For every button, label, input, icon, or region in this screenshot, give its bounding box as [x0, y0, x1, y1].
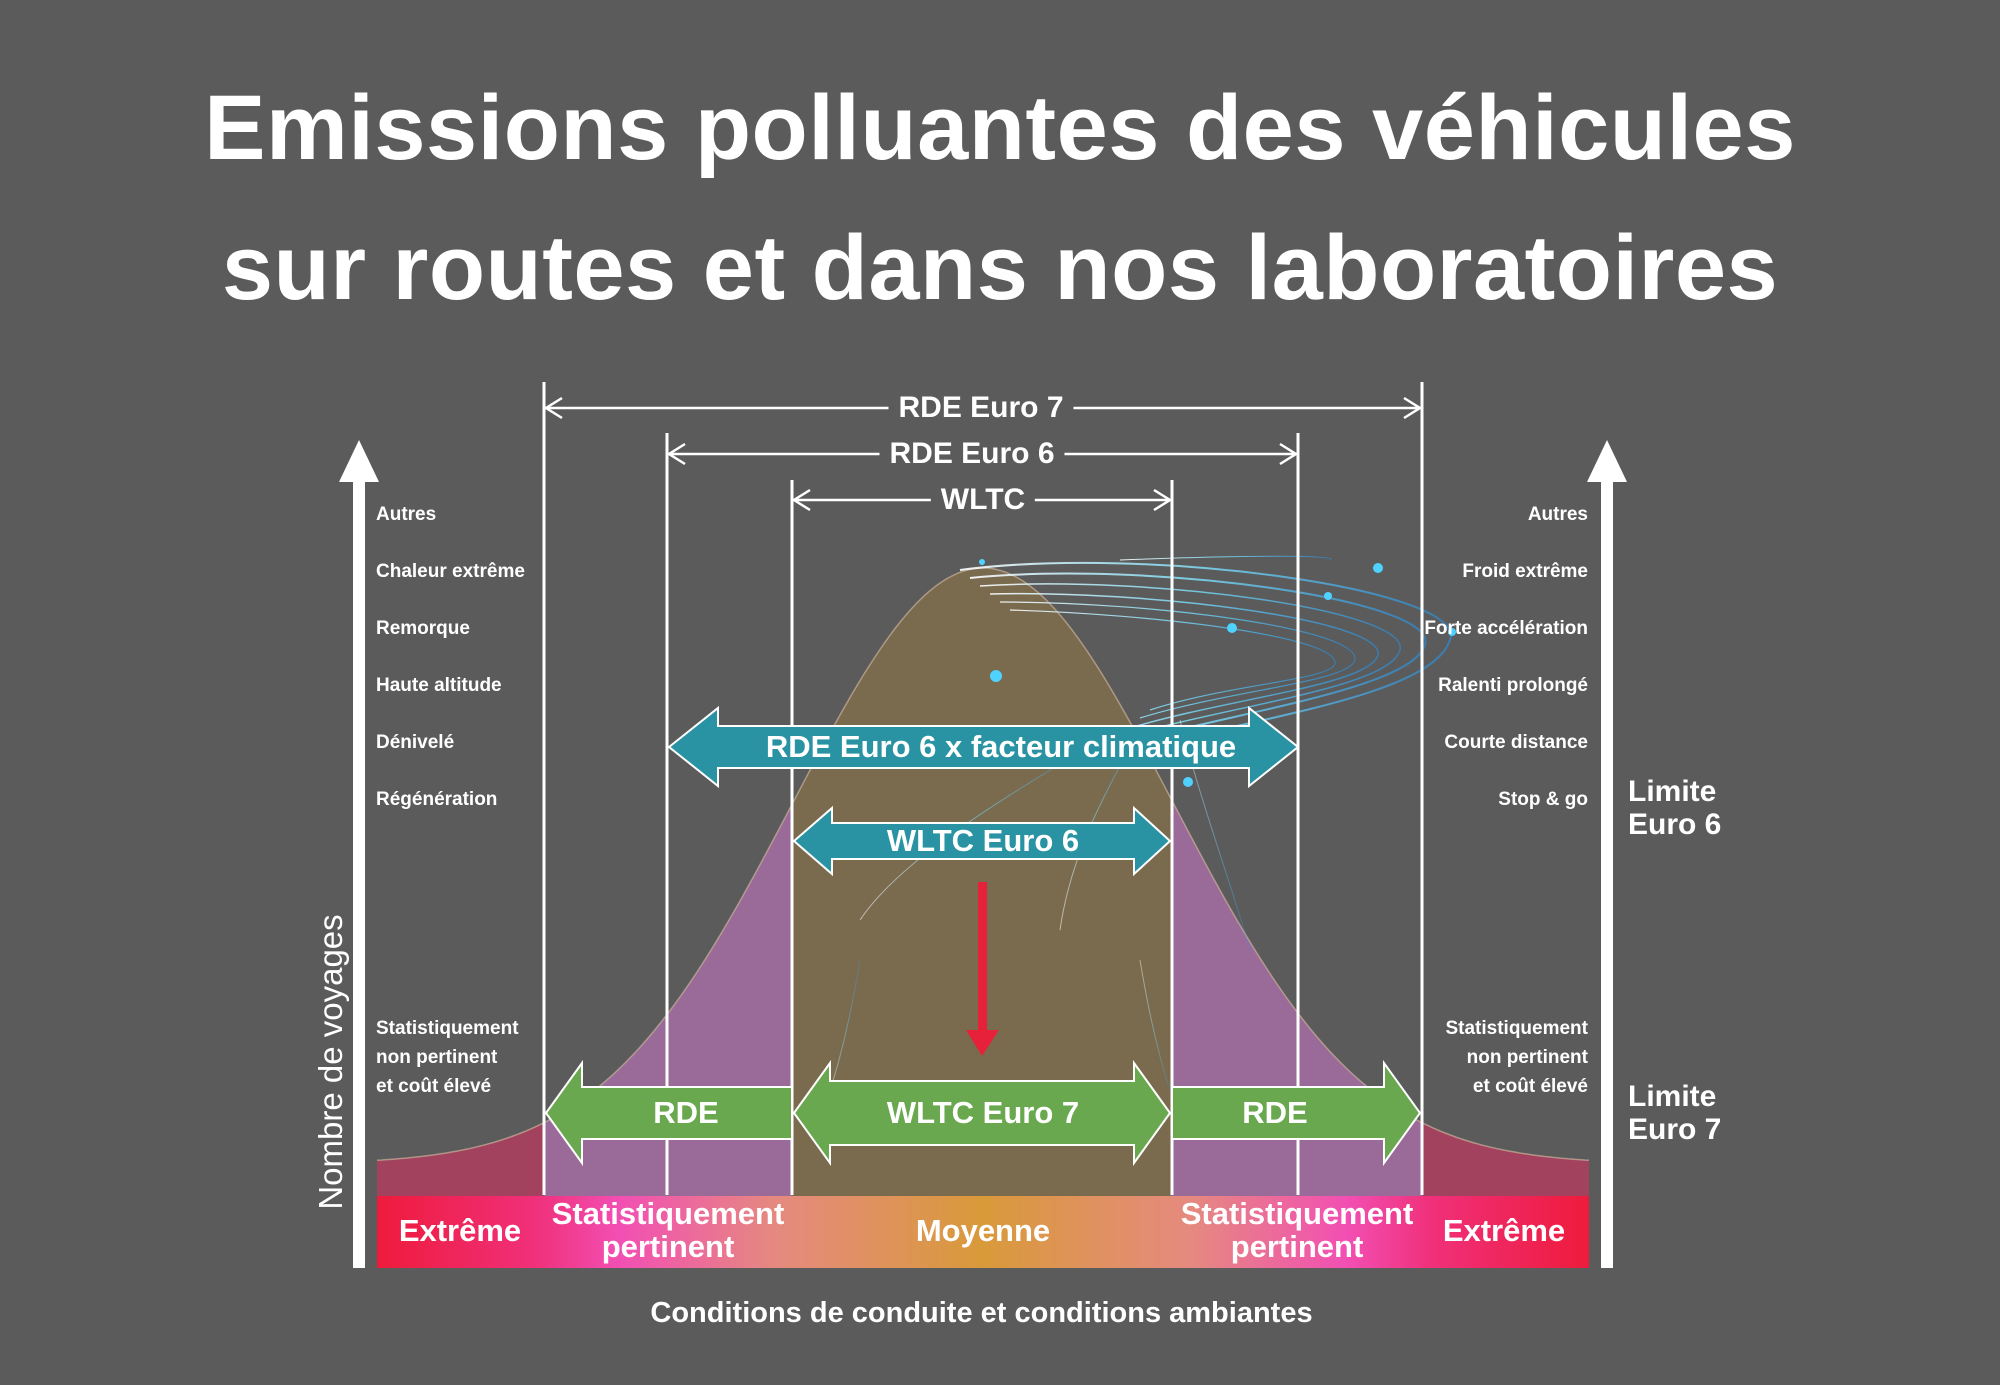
- x-axis-label: Conditions de conduite et conditions amb…: [650, 1297, 1313, 1329]
- curve-extreme-right: [1422, 1122, 1589, 1196]
- range-label-wltc: WLTC: [930, 482, 1036, 518]
- limit-euro7-label: Limite Euro 7: [1628, 1080, 1721, 1146]
- stat-note-line: Statistiquement: [1445, 1018, 1588, 1039]
- right-condition-2: Froid extrême: [1462, 561, 1588, 582]
- band-label-average: Moyenne: [915, 1213, 1051, 1248]
- right-condition-1: Autres: [1527, 504, 1588, 525]
- right-axis-arrowhead: [1587, 440, 1627, 482]
- stat-note-left: Statistiquement non pertinent et coût él…: [376, 1014, 519, 1101]
- band-label-extreme-left: Extrême: [398, 1213, 522, 1248]
- conditions-band: [377, 1196, 1589, 1268]
- right-condition-3: Forte accélération: [1424, 618, 1588, 639]
- band-label-extreme-right: Extrême: [1442, 1213, 1566, 1248]
- arrow-label-climatic: RDE Euro 6 x facteur climatique: [765, 729, 1237, 764]
- stat-note-line: Statistiquement: [376, 1018, 519, 1039]
- zone-dividers: [542, 382, 1424, 1195]
- arrow-rde-euro6-climatic: [667, 705, 1300, 789]
- stat-note-line: non pertinent: [1466, 1047, 1588, 1068]
- left-axis-shaft: [353, 478, 365, 1268]
- reduction-arrow: [966, 882, 999, 1056]
- band-label-line: pertinent: [1230, 1229, 1364, 1264]
- left-axis-arrowhead: [339, 440, 379, 482]
- band-label-pertinent-left: Statistiquement pertinent: [552, 1197, 785, 1263]
- right-condition-5: Courte distance: [1444, 732, 1588, 753]
- stat-note-right: Statistiquement non pertinent et coût él…: [1445, 1014, 1588, 1101]
- band-label-pertinent-right: Statistiquement pertinent: [1181, 1197, 1414, 1263]
- page-title-line-1: Emissions polluantes des véhicules: [204, 77, 1796, 179]
- limit-line: Limite: [1628, 1080, 1717, 1113]
- y-axis-label: Nombre de voyages: [312, 914, 349, 1210]
- arrow-label-wltc-euro6: WLTC Euro 6: [886, 823, 1080, 858]
- range-label-rde-euro7: RDE Euro 7: [888, 390, 1074, 426]
- arrow-label-rde-right: RDE: [1242, 1095, 1308, 1130]
- limit-euro6-label: Limite Euro 6: [1628, 775, 1721, 841]
- left-condition-3: Remorque: [376, 618, 470, 639]
- left-condition-1: Autres: [376, 504, 437, 525]
- limit-line: Limite: [1628, 775, 1717, 808]
- axis-arrows: [339, 440, 1627, 1268]
- right-condition-4: Ralenti prolongé: [1438, 675, 1588, 696]
- stat-note-line: non pertinent: [376, 1047, 498, 1068]
- left-condition-6: Régénération: [376, 789, 498, 810]
- stat-note-line: et coût élevé: [1472, 1076, 1588, 1097]
- curve-extreme-left: [377, 1122, 544, 1196]
- right-axis-shaft: [1601, 478, 1613, 1268]
- arrow-label-rde-left: RDE: [653, 1095, 719, 1130]
- arrow-rde-right: [1171, 1059, 1422, 1167]
- band-label-line: Statistiquement: [1180, 1196, 1414, 1231]
- band-label-line: Statistiquement: [551, 1196, 785, 1231]
- arrow-wltc-euro7: [792, 1059, 1172, 1167]
- left-condition-2: Chaleur extrême: [376, 561, 525, 582]
- left-condition-4: Haute altitude: [376, 675, 502, 696]
- right-condition-6: Stop & go: [1498, 789, 1588, 810]
- light-dots-decoration: [979, 559, 1456, 787]
- band-label-line: pertinent: [601, 1229, 735, 1264]
- range-label-rde-euro6: RDE Euro 6: [879, 436, 1065, 472]
- arrow-label-wltc-euro7: WLTC Euro 7: [886, 1095, 1080, 1130]
- left-condition-5: Dénivelé: [376, 732, 455, 753]
- arrow-rde-left: [544, 1059, 793, 1167]
- page-title-line-2: sur routes et dans nos laboratoires: [221, 217, 1779, 319]
- stat-note-line: et coût élevé: [376, 1076, 492, 1097]
- arrow-wltc-euro6: [792, 805, 1172, 877]
- limit-line: Euro 6: [1628, 808, 1722, 841]
- limit-line: Euro 7: [1628, 1113, 1722, 1146]
